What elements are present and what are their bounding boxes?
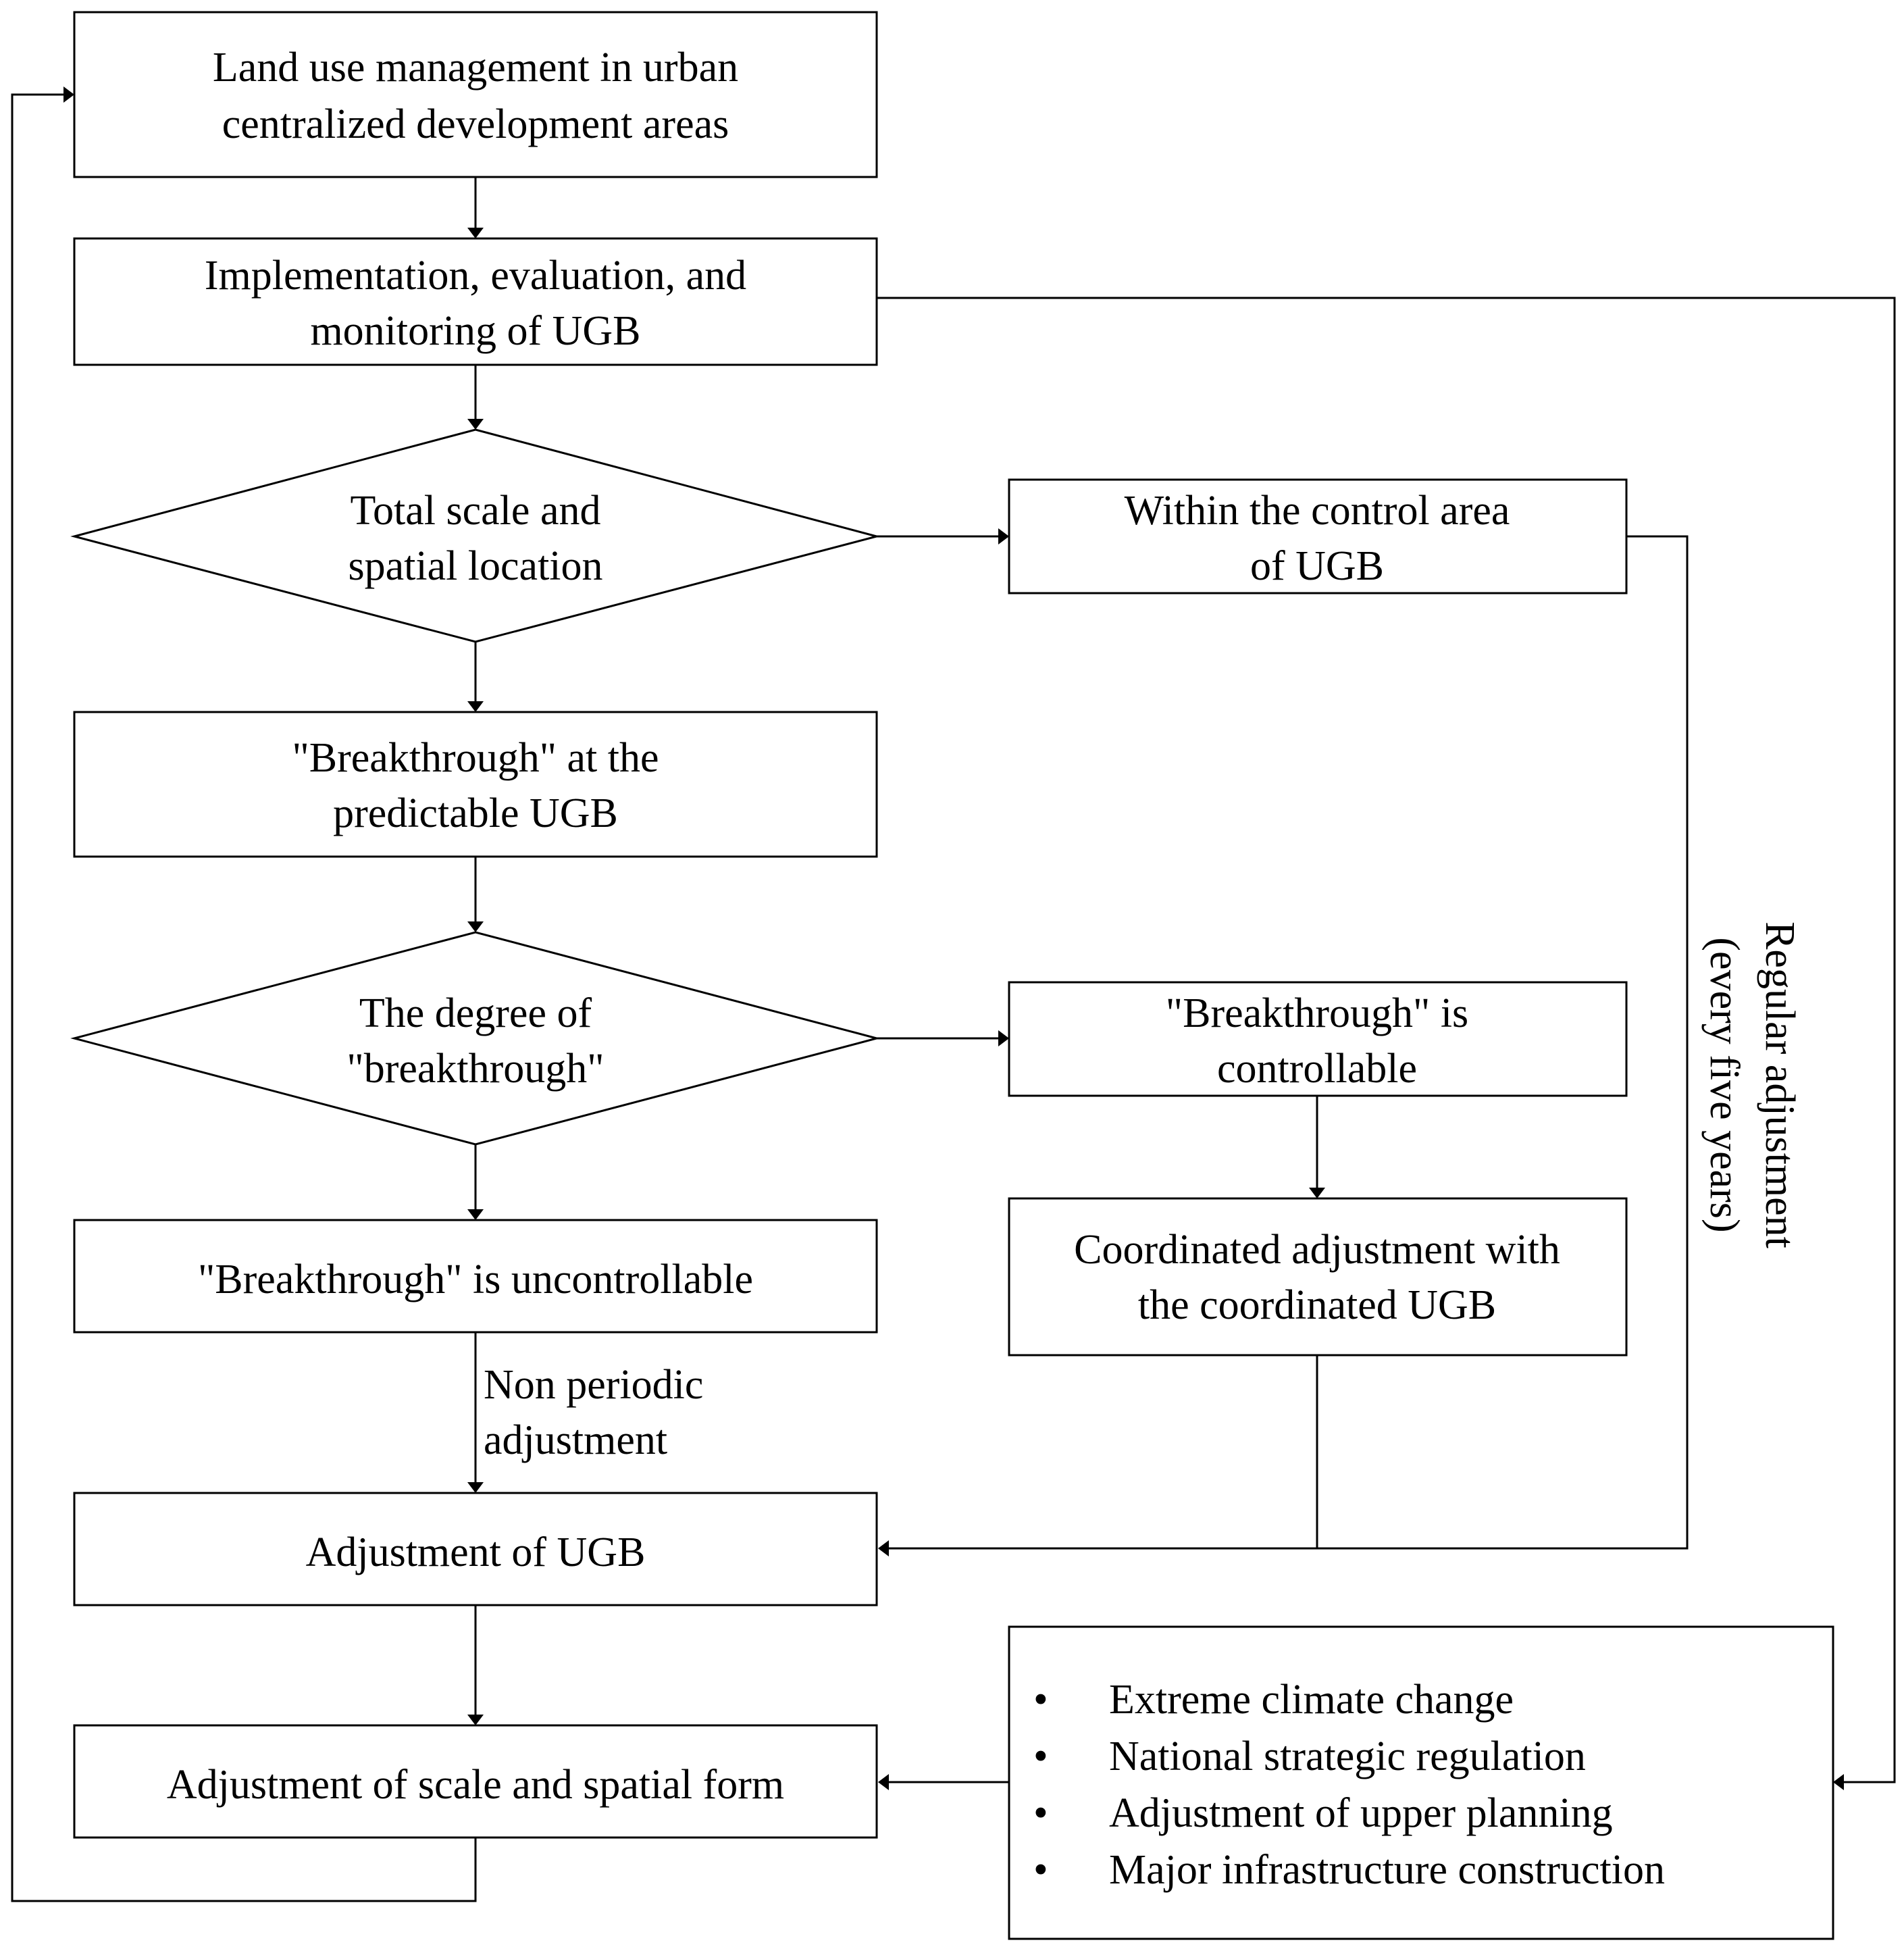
total-scale-label-line2: spatial location (348, 543, 602, 589)
coordinated-box (1008, 1197, 1628, 1357)
implementation-label-line2: monitoring of UGB (310, 308, 640, 354)
factor-item: Extreme climate change (1109, 1677, 1514, 1723)
arrowhead (1309, 1188, 1325, 1198)
non-periodic-label-line1: Non periodic (484, 1362, 703, 1408)
node-shapes (70, 11, 1834, 1940)
factor-bullet: • (1033, 1847, 1048, 1893)
arrowhead (467, 1209, 484, 1220)
arrowhead (878, 1774, 889, 1790)
arrowhead (1833, 1774, 1844, 1790)
controllable-box (1008, 981, 1628, 1097)
uncontrollable-box (73, 1219, 878, 1334)
arrowhead (998, 1030, 1009, 1046)
total-scale-diamond (70, 428, 881, 643)
implementation-label-line1: Implementation, evaluation, and (205, 253, 746, 299)
land-use-label-line1: Land use management in urban (213, 45, 738, 91)
degree-diamond (70, 931, 881, 1146)
controllable-label-line2: controllable (1217, 1046, 1417, 1092)
breakthrough-predictable-box (73, 711, 878, 858)
total-scale-label-line1: Total scale and (351, 488, 601, 534)
factor-item: Adjustment of upper planning (1109, 1790, 1613, 1836)
degree-label-line1: The degree of (359, 990, 592, 1036)
breakthrough-predictable-label-line1: "Breakthrough" at the (292, 735, 659, 781)
adjust-ugb-label: Adjustment of UGB (306, 1529, 646, 1575)
factor-item: Major infrastructure construction (1109, 1847, 1665, 1893)
edge-within-control-regular (889, 535, 1689, 1550)
arrowhead (467, 1482, 484, 1493)
land-use-box (73, 11, 878, 178)
non-periodic-label-line2: adjustment (484, 1417, 667, 1463)
within-control-label-line2: of UGB (1250, 543, 1384, 589)
land-use-label-line2: centralized development areas (222, 101, 729, 147)
degree-label-line2: "breakthrough" (346, 1046, 604, 1092)
regular-adjustment-label-line2: (every five years) (1701, 937, 1747, 1232)
adjust-scale-label: Adjustment of scale and spatial form (167, 1762, 784, 1808)
arrowhead (878, 1540, 889, 1556)
coordinated-label-line1: Coordinated adjustment with (1074, 1227, 1560, 1273)
uncontrollable-label: "Breakthrough" is uncontrollable (198, 1257, 753, 1302)
node-labels: Land use management in urban centralized… (167, 45, 1803, 1893)
arrowhead (63, 86, 74, 103)
arrowhead (998, 528, 1009, 544)
arrowhead (467, 419, 484, 430)
adjust-scale-box (73, 1724, 878, 1839)
factors-box (1008, 1625, 1834, 1940)
connectors (11, 86, 1896, 1902)
breakthrough-predictable-label-line2: predictable UGB (333, 790, 618, 836)
implementation-box (73, 237, 878, 366)
arrowhead (467, 921, 484, 932)
edge-feedback-loop (11, 93, 477, 1902)
factor-bullet: • (1033, 1677, 1048, 1723)
arrowhead (467, 228, 484, 238)
factor-bullet: • (1033, 1790, 1048, 1836)
coordinated-label-line2: the coordinated UGB (1138, 1282, 1496, 1328)
factor-bullet: • (1033, 1733, 1048, 1779)
regular-adjustment-label-line1: Regular adjustment (1757, 921, 1803, 1248)
adjust-ugb-box (73, 1492, 878, 1606)
within-control-box (1008, 478, 1628, 594)
arrowhead (467, 1715, 484, 1725)
controllable-label-line1: "Breakthrough" is (1166, 990, 1468, 1036)
arrowhead (467, 701, 484, 712)
within-control-label-line1: Within the control area (1125, 488, 1510, 534)
edge-implementation-to-factors (877, 297, 1896, 1783)
factor-item: National strategic regulation (1109, 1733, 1586, 1779)
